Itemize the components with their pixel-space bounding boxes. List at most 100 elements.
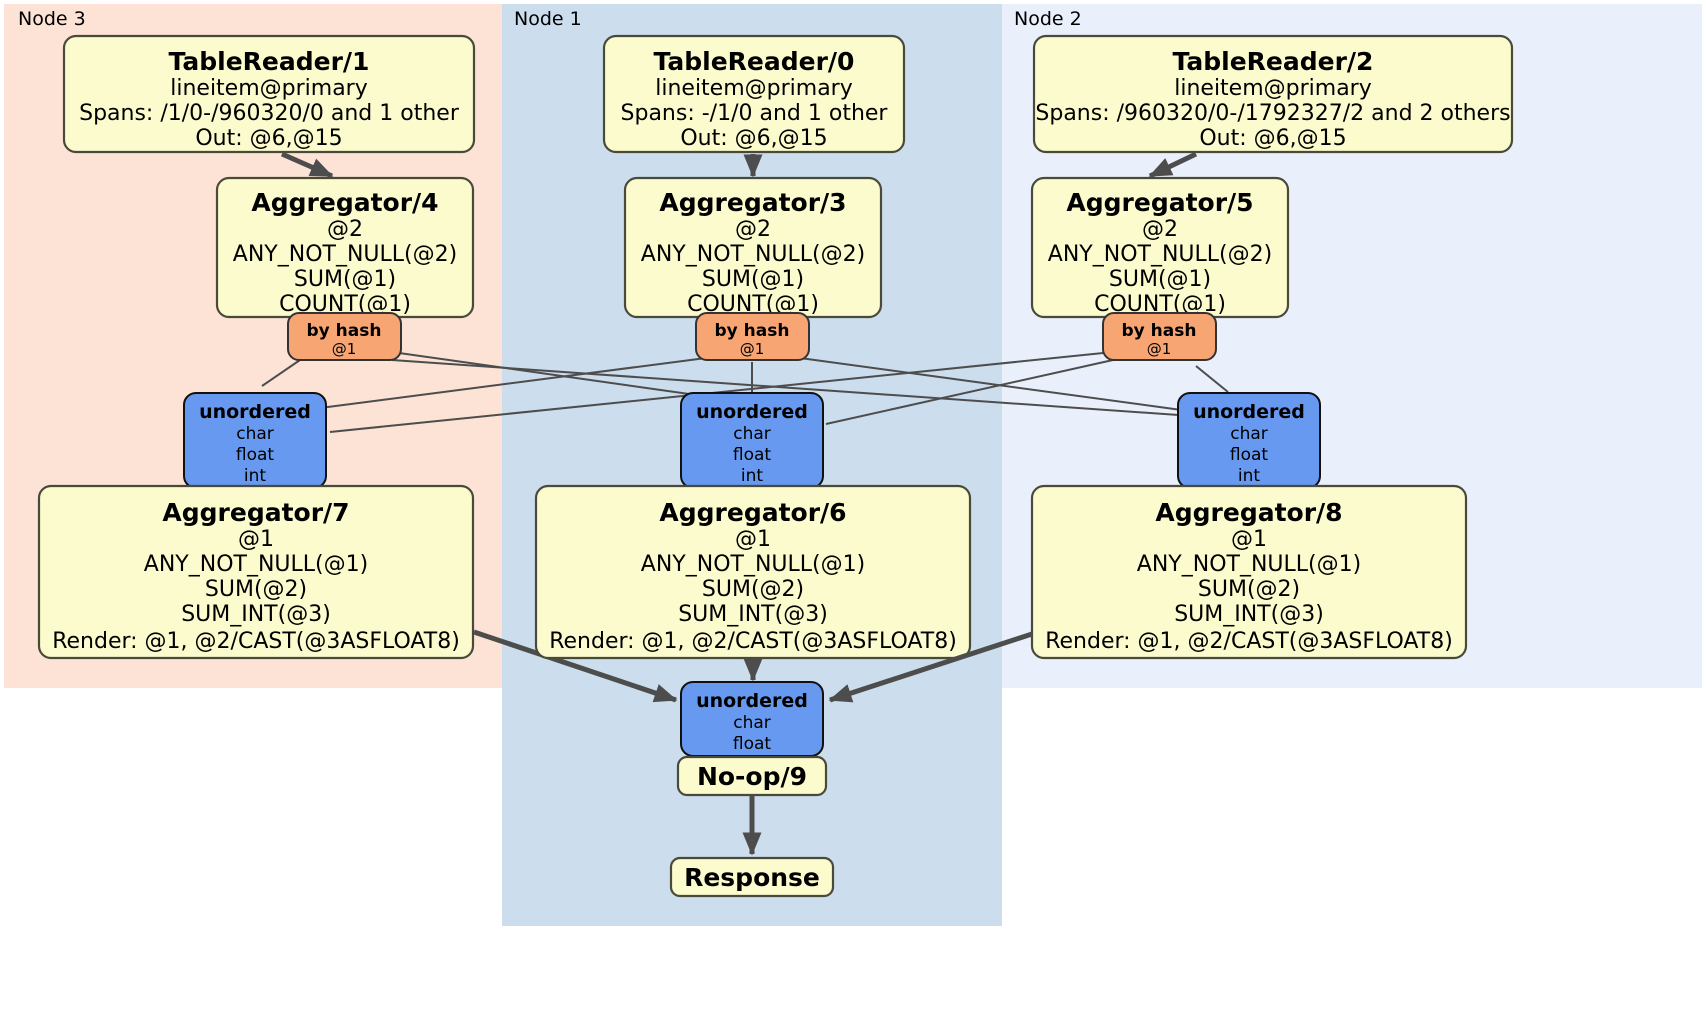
sync-right-line-1: float [1230,445,1269,465]
table-reader-2-line-0: lineitem@primary [1174,76,1372,101]
aggregator-7-line-1: ANY_NOT_NULL(@1) [144,552,368,577]
processor-table-reader-2[interactable]: TableReader/2 lineitem@primary Spans: /9… [1032,34,1514,154]
processor-noop-9[interactable]: No-op/9 [676,755,828,797]
sync-final-line-0: char [733,713,771,733]
response-title: Response [684,863,820,892]
processor-aggregator-4[interactable]: Aggregator/4 @2 ANY_NOT_NULL(@2) SUM(@1)… [215,176,475,319]
synchronizer-sync-final[interactable]: unordered char float [680,681,824,757]
aggregator-5-line-1: ANY_NOT_NULL(@2) [1048,242,1272,267]
aggregator-4-title: Aggregator/4 [251,188,438,217]
aggregator-6-line-1: ANY_NOT_NULL(@1) [641,552,865,577]
processor-aggregator-3[interactable]: Aggregator/3 @2 ANY_NOT_NULL(@2) SUM(@1)… [623,176,883,319]
sync-final-line-1: float [733,734,772,754]
cluster-node-2-label: Node 2 [1014,8,1082,30]
sync-left-line-0: char [236,424,274,444]
noop-9-box[interactable] [676,755,828,797]
router-hash-left[interactable]: by hash @1 [287,312,402,361]
sync-right-title: unordered [1193,401,1305,423]
aggregator-8-box[interactable] [1030,484,1468,660]
synchronizer-sync-right[interactable]: unordered char float int [1177,392,1321,489]
sync-left-title: unordered [199,401,311,423]
sync-left-line-1: float [236,445,275,465]
processor-response[interactable]: Response [669,856,835,898]
hash-left-box[interactable] [287,312,402,361]
aggregator-6-line-0: @1 [735,527,771,552]
aggregator-7-line-0: @1 [238,527,274,552]
aggregator-8-line-4: Render: @1, @2/CAST(@3ASFLOAT8) [1045,629,1453,654]
aggregator-4-line-0: @2 [327,217,363,242]
table-reader-1-line-1: Spans: /1/0-/960320/0 and 1 other [79,101,460,126]
table-reader-1-title: TableReader/1 [169,47,370,76]
hash-right-line-0: @1 [1147,340,1172,358]
edge-hash-left-to-sync-right [391,359,1251,421]
sync-final-title: unordered [696,690,808,712]
processor-aggregator-5[interactable]: Aggregator/5 @2 ANY_NOT_NULL(@2) SUM(@1)… [1030,176,1290,319]
aggregator-3-line-2: SUM(@1) [702,267,804,292]
aggregator-4-line-2: SUM(@1) [294,267,396,292]
table-reader-0-box[interactable] [602,34,906,154]
aggregator-8-title: Aggregator/8 [1155,498,1342,527]
aggregator-8-line-1: ANY_NOT_NULL(@1) [1137,552,1361,577]
processor-aggregator-8[interactable]: Aggregator/8 @1 ANY_NOT_NULL(@1) SUM(@2)… [1030,484,1468,660]
table-reader-2-box[interactable] [1032,34,1514,154]
table-reader-2-title: TableReader/2 [1173,47,1374,76]
processor-table-reader-1[interactable]: TableReader/1 lineitem@primary Spans: /1… [62,34,476,154]
table-reader-1-box[interactable] [62,34,476,154]
edge-aggregator-8-to-sync-final [828,631,1033,703]
aggregator-7-line-3: SUM_INT(@3) [181,602,331,627]
aggregator-3-line-0: @2 [735,217,771,242]
edge-hash-center-to-sync-left [319,357,707,409]
aggregator-8-line-0: @1 [1231,527,1267,552]
hash-center-title: by hash [715,321,790,341]
edge-table-reader-2-to-aggregator-5 [1148,151,1198,179]
table-reader-2-line-2: Out: @6,@15 [1199,126,1346,151]
table-reader-0-title: TableReader/0 [654,47,855,76]
aggregator-3-line-1: ANY_NOT_NULL(@2) [641,242,865,267]
table-reader-1-line-2: Out: @6,@15 [195,126,342,151]
aggregator-4-line-1: ANY_NOT_NULL(@2) [233,242,457,267]
cluster-node-1-label: Node 1 [514,8,582,30]
aggregator-6-line-4: Render: @1, @2/CAST(@3ASFLOAT8) [549,629,957,654]
hash-left-line-0: @1 [332,340,357,358]
router-hash-right[interactable]: by hash @1 [1102,312,1217,361]
response-box[interactable] [669,856,835,898]
sync-left-line-2: int [244,466,266,486]
aggregator-7-title: Aggregator/7 [162,498,349,527]
edge-hash-right-to-sync-right [1195,365,1229,393]
table-reader-2-line-1: Spans: /960320/0-/1792327/2 and 2 others [1035,101,1510,126]
edge-aggregator-7-to-sync-final [473,629,678,703]
table-reader-0-line-1: Spans: -/1/0 and 1 other [621,101,889,126]
aggregator-6-box[interactable] [534,484,972,660]
processor-aggregator-6[interactable]: Aggregator/6 @1 ANY_NOT_NULL(@1) SUM(@2)… [534,484,972,660]
processor-aggregator-7[interactable]: Aggregator/7 @1 ANY_NOT_NULL(@1) SUM(@2)… [37,484,475,660]
aggregator-8-line-2: SUM(@2) [1198,577,1300,602]
edge-hash-right-to-sync-center [825,359,1114,425]
aggregator-8-line-3: SUM_INT(@3) [1174,602,1324,627]
aggregator-6-title: Aggregator/6 [659,498,846,527]
hash-left-title: by hash [307,321,382,341]
edge-table-reader-1-to-aggregator-4 [280,151,334,179]
noop-9-title: No-op/9 [697,762,807,791]
hash-right-box[interactable] [1102,312,1217,361]
hash-right-title: by hash [1122,321,1197,341]
sync-center-line-0: char [733,424,771,444]
sync-right-line-2: int [1238,466,1260,486]
sync-center-line-1: float [733,445,772,465]
synchronizer-sync-center[interactable]: unordered char float int [680,392,824,489]
table-reader-1-line-0: lineitem@primary [170,76,368,101]
aggregator-7-line-4: Render: @1, @2/CAST(@3ASFLOAT8) [52,629,460,654]
sync-center-line-2: int [741,466,763,486]
table-reader-0-line-0: lineitem@primary [655,76,853,101]
cluster-node-3-label: Node 3 [18,8,86,30]
aggregator-7-box[interactable] [37,484,475,660]
hash-center-box[interactable] [695,312,810,361]
sync-right-line-0: char [1230,424,1268,444]
aggregator-6-line-3: SUM_INT(@3) [678,602,828,627]
aggregator-5-line-0: @2 [1142,217,1178,242]
table-reader-0-line-2: Out: @6,@15 [680,126,827,151]
router-hash-center[interactable]: by hash @1 [695,312,810,361]
synchronizer-sync-left[interactable]: unordered char float int [183,392,327,489]
processor-table-reader-0[interactable]: TableReader/0 lineitem@primary Spans: -/… [602,34,906,154]
